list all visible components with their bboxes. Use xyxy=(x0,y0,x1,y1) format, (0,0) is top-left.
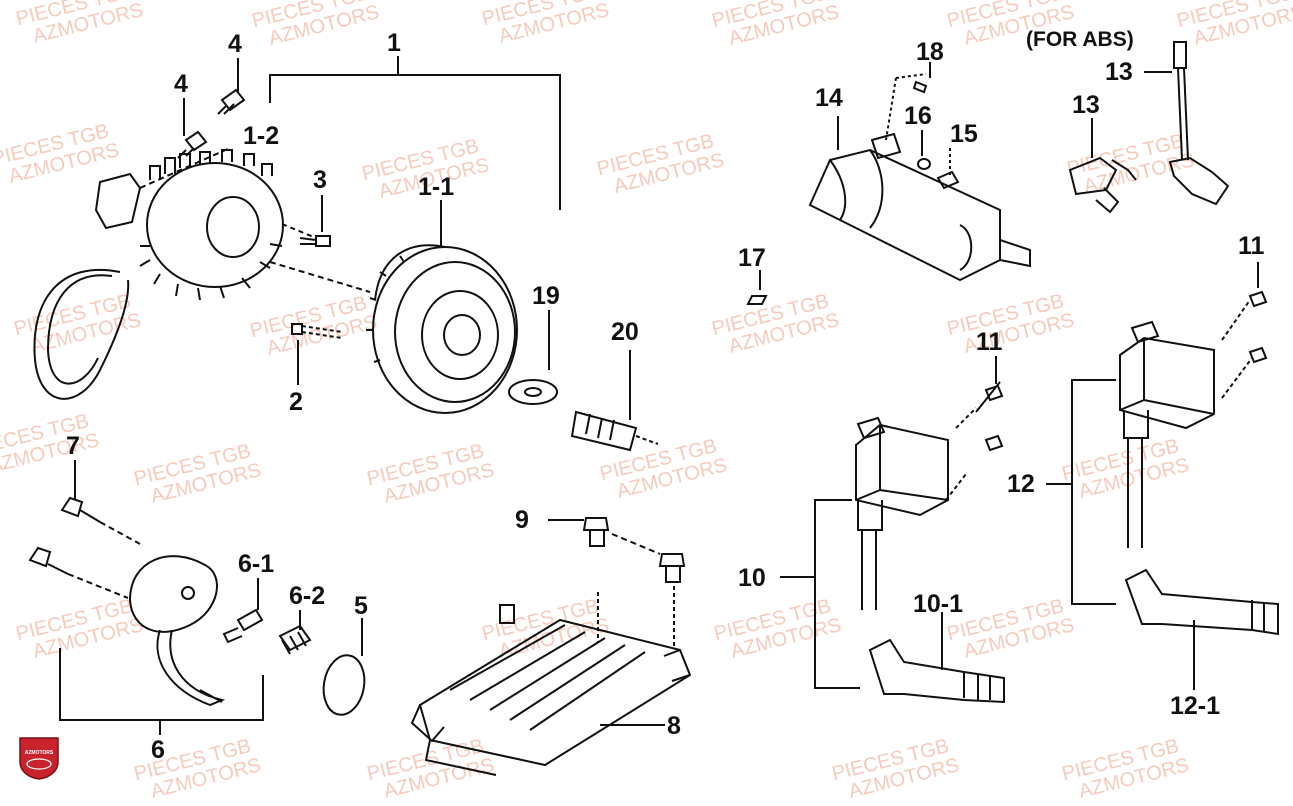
washer-19 xyxy=(508,310,558,405)
label-15: 15 xyxy=(950,120,978,148)
label-6-1: 6-1 xyxy=(238,550,275,578)
pulser-part xyxy=(128,555,226,707)
ignition-coil-12 xyxy=(1119,299,1253,548)
label-9: 9 xyxy=(515,506,529,534)
label-1-2: 1-2 xyxy=(243,122,280,150)
label-3: 3 xyxy=(313,166,327,194)
bolt-15 xyxy=(936,148,960,190)
bolt-4-upper xyxy=(217,58,246,115)
key-17 xyxy=(746,270,768,305)
azmotors-logo: AZMOTORS xyxy=(18,736,60,780)
bracket-group-10 xyxy=(780,499,860,689)
bolt-9-right xyxy=(611,533,686,646)
abs-sensor-13 xyxy=(1144,41,1230,206)
bracket-group-12 xyxy=(1046,379,1116,605)
label-16: 16 xyxy=(904,102,932,130)
o-ring-5 xyxy=(322,618,366,716)
bolt-4-lower xyxy=(177,98,208,159)
bolt-11-mid xyxy=(984,356,1004,452)
label-6: 6 xyxy=(151,736,165,764)
label-18: 18 xyxy=(916,38,944,66)
bolt-7-upper xyxy=(60,460,141,545)
speed-sensor-13 xyxy=(1068,118,1137,214)
label-13-abs: 13 xyxy=(1105,58,1133,86)
bolt-7-lower xyxy=(28,546,129,599)
label-14: 14 xyxy=(815,84,843,112)
label-12-1: 12-1 xyxy=(1170,692,1221,720)
plug-cap-10-1 xyxy=(868,612,1005,704)
label-1: 1 xyxy=(387,29,401,57)
label-12: 12 xyxy=(1007,470,1035,498)
ignition-coil-10 xyxy=(855,381,1001,610)
starter-motor-part xyxy=(808,116,1031,282)
label-17: 17 xyxy=(738,244,766,272)
label-10: 10 xyxy=(738,564,766,592)
bracket-group-1 xyxy=(269,56,561,210)
washer-16 xyxy=(917,130,931,170)
bolt-2 xyxy=(291,323,343,385)
grommet-6-1 xyxy=(222,578,264,644)
bolt-9-left xyxy=(548,517,610,547)
label-11-mid: 11 xyxy=(976,328,1003,356)
label-4-upper: 4 xyxy=(228,30,242,58)
plug-cap-12-1 xyxy=(1124,568,1279,690)
stator-part xyxy=(33,147,284,400)
logo-text: AZMOTORS xyxy=(24,750,54,756)
label-13: 13 xyxy=(1072,91,1100,119)
flywheel-rotor-part xyxy=(269,200,518,414)
label-10-1: 10-1 xyxy=(913,590,964,618)
label-20: 20 xyxy=(611,318,639,346)
label-6-2: 6-2 xyxy=(289,582,326,610)
bracket-group-6 xyxy=(59,648,264,735)
label-11-right: 11 xyxy=(1238,232,1265,260)
label-7: 7 xyxy=(66,432,80,460)
bolt-11-right xyxy=(1248,262,1268,364)
shaft-bolt-20 xyxy=(570,350,659,452)
label-for-abs: (FOR ABS) xyxy=(1026,28,1134,51)
label-2: 2 xyxy=(289,388,303,416)
label-1-1: 1-1 xyxy=(418,173,455,201)
label-4-lower: 4 xyxy=(174,70,188,98)
spring-6-2 xyxy=(278,610,312,655)
pin-18 xyxy=(885,62,931,141)
regulator-rectifier-part xyxy=(410,592,692,776)
label-19: 19 xyxy=(532,282,560,310)
bolt-3 xyxy=(281,195,331,247)
label-5: 5 xyxy=(354,592,368,620)
label-8: 8 xyxy=(667,712,681,740)
